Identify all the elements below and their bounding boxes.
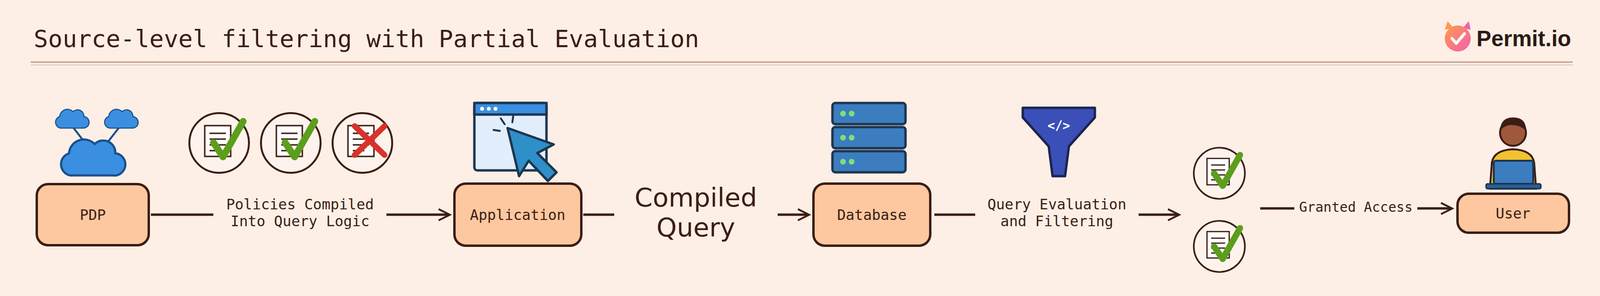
check-mark xyxy=(1214,154,1241,186)
server-led xyxy=(848,110,855,117)
logo-head xyxy=(1444,25,1471,52)
title-rule xyxy=(30,64,1573,66)
edge-label: Policies Compiled Into Query Logic xyxy=(213,194,387,232)
cursor-arrow xyxy=(507,127,557,181)
laptop-base xyxy=(1486,183,1541,189)
process-box: PDP xyxy=(35,182,150,247)
browser-icon xyxy=(474,102,557,181)
box-label: User xyxy=(1495,204,1531,222)
doc-circle xyxy=(332,112,393,173)
server-led xyxy=(840,110,846,117)
title-rule xyxy=(30,61,1573,63)
logo-check xyxy=(1451,33,1465,44)
step-label: Query Evaluation and Filtering xyxy=(975,194,1139,232)
result-docs xyxy=(1193,147,1245,272)
cloud-large xyxy=(61,139,126,176)
browser-dot xyxy=(493,106,498,111)
process-box: Application xyxy=(453,182,583,247)
check-mark xyxy=(1214,227,1241,259)
funnel-icon xyxy=(1022,107,1095,176)
cloud-icon xyxy=(55,109,139,176)
check-mark xyxy=(213,121,244,157)
box-label: PDP xyxy=(79,206,106,224)
brand-name: Permit.io xyxy=(1476,25,1572,52)
server-led xyxy=(848,158,855,165)
server-led xyxy=(840,158,846,165)
diagram-title: Source-level filtering with Partial Eval… xyxy=(33,24,700,53)
cloud-small xyxy=(55,109,90,128)
funnel-body xyxy=(1022,107,1095,176)
code-symbol: </> xyxy=(1047,118,1071,134)
server-icon xyxy=(832,102,906,173)
doc-circle xyxy=(1193,147,1245,199)
box-label: Application xyxy=(470,206,566,224)
browser-bar xyxy=(474,102,547,115)
laptop-screen xyxy=(1493,160,1534,184)
server-led xyxy=(848,134,855,141)
cross-mark xyxy=(354,125,385,155)
box-label: Database xyxy=(837,206,907,224)
server-unit xyxy=(832,102,906,125)
process-box: Database xyxy=(812,182,932,247)
check-mark xyxy=(285,121,315,157)
server-unit xyxy=(832,126,906,149)
policy-docs xyxy=(189,112,393,173)
doc-circle xyxy=(189,112,249,173)
doc-circle xyxy=(1193,220,1245,272)
process-box: User xyxy=(1456,192,1571,234)
browser-dot xyxy=(480,106,484,111)
person-body xyxy=(1489,148,1537,189)
server-unit xyxy=(832,150,906,173)
person-icon xyxy=(1486,117,1541,189)
server-led xyxy=(840,134,846,141)
person-hair xyxy=(1500,117,1526,131)
step-label: Granted Access xyxy=(1294,198,1418,216)
browser-dot xyxy=(486,106,491,111)
logo-mark xyxy=(1444,21,1471,52)
doc-circle xyxy=(260,112,321,173)
edge-label: Compiled Query xyxy=(614,180,778,245)
cloud-small xyxy=(104,109,139,128)
